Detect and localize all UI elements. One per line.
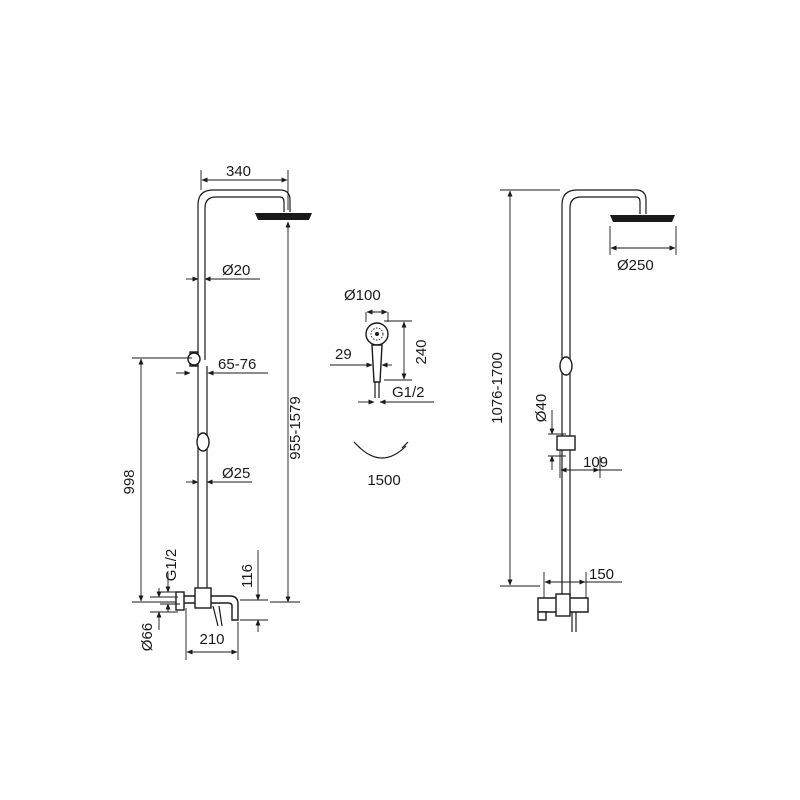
hand-shower-dimensions: [330, 309, 434, 405]
label-pipe-upper-diameter: Ø20: [222, 262, 250, 279]
label-holder-diameter: Ø40: [533, 394, 550, 422]
label-right-height-range: 1076-1700: [489, 352, 506, 424]
left-riser-pipe-upper: [197, 189, 291, 360]
right-dimensions: [500, 189, 677, 598]
hand-shower: [365, 322, 389, 398]
label-left-height-range: 955-1579: [287, 396, 304, 459]
hand-shower-nozzles: [370, 327, 384, 341]
right-hand-holder: [556, 435, 576, 451]
right-mixer-outlet: [537, 611, 547, 621]
label-holder-offset: 109: [583, 454, 608, 471]
label-pipe-lower-diameter: Ø25: [222, 465, 250, 482]
left-pipe-coupler: [196, 432, 210, 452]
right-riser-pipe: [561, 189, 647, 600]
left-mixer-valve: [194, 587, 212, 609]
left-mixer-body: [177, 595, 239, 621]
label-hand-thread: G1/2: [392, 384, 425, 401]
left-mixer-lever: [212, 605, 223, 627]
label-arm-width: 340: [226, 163, 251, 180]
left-dimensions: [132, 170, 300, 660]
label-mixer-width: 150: [589, 566, 614, 583]
shower-hose: [353, 441, 409, 459]
label-hand-head-diameter: Ø100: [344, 287, 381, 304]
label-total-height: 998: [121, 469, 138, 494]
label-right-head-diameter: Ø250: [617, 257, 654, 274]
right-mixer-knob: [555, 593, 571, 617]
label-spout-height: 116: [239, 564, 256, 588]
left-riser-pipe-lower: [197, 366, 208, 588]
right-mixer-lever: [571, 612, 577, 632]
label-hand-width: 29: [335, 346, 352, 363]
left-shower-column: [175, 189, 312, 627]
hand-shower-handle: [371, 344, 383, 383]
left-mixer-flange: [175, 591, 185, 611]
label-hose-length: 1500: [367, 472, 400, 489]
label-hand-length: 240: [413, 339, 430, 364]
left-bracket-knob: [187, 352, 201, 366]
label-flange-diameter: Ø66: [139, 623, 156, 651]
right-shower-column: [537, 189, 675, 632]
right-rain-head: [610, 215, 675, 222]
left-rain-head: [255, 213, 312, 220]
label-spout-length: 210: [199, 631, 224, 648]
label-left-thread: G1/2: [163, 549, 180, 582]
right-pipe-coupler: [559, 356, 573, 376]
label-bracket-range: 65-76: [218, 356, 256, 373]
